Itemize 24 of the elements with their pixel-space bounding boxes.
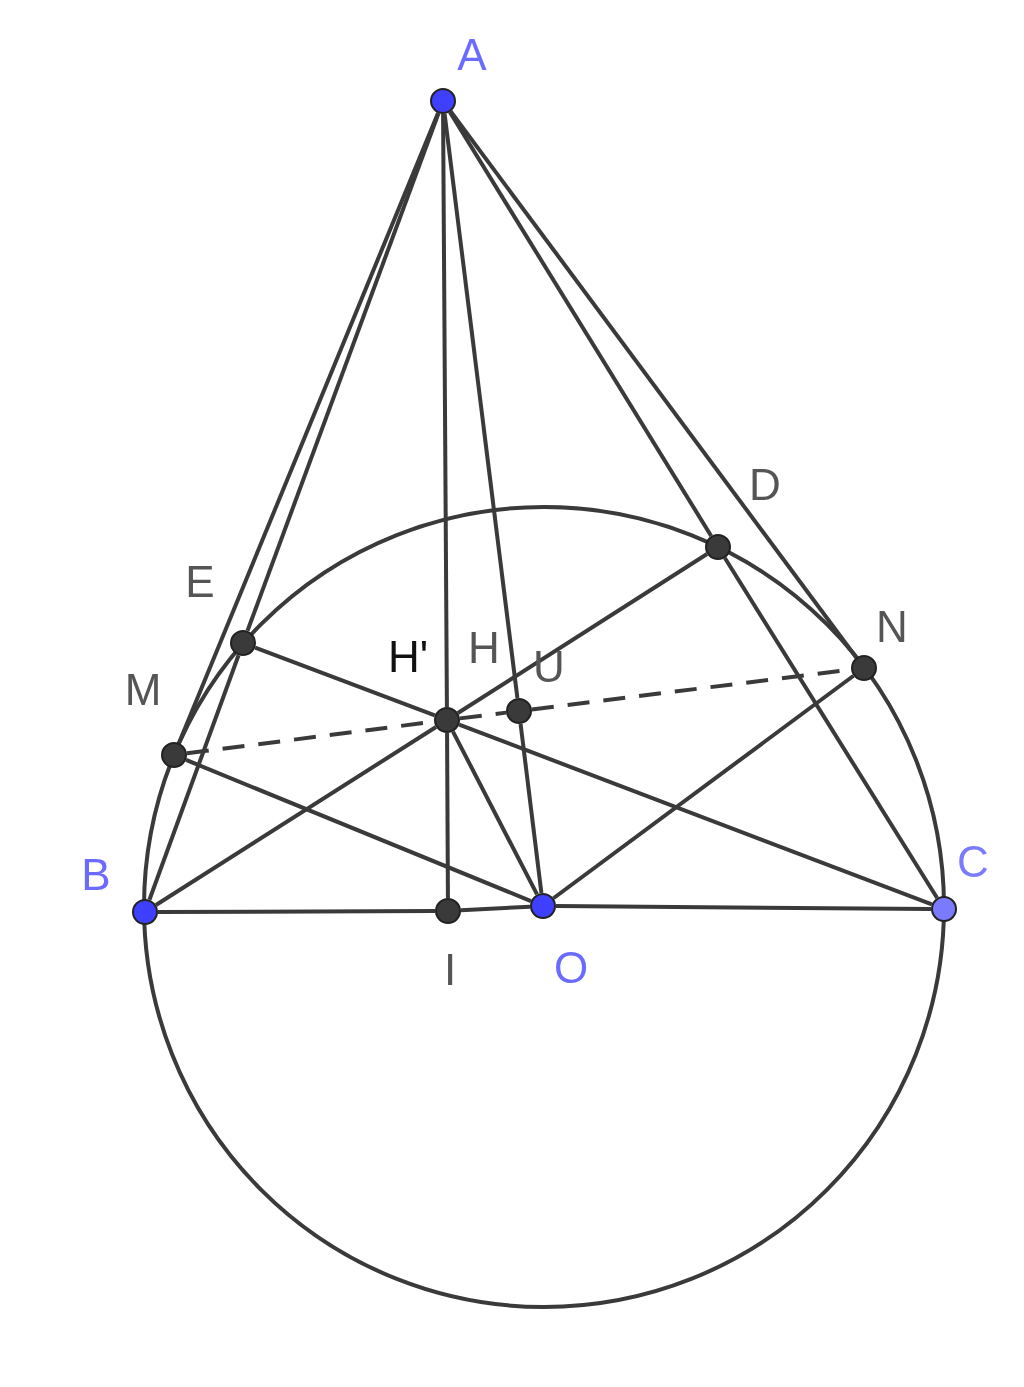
line-segment <box>445 733 450 898</box>
line-segment <box>147 654 241 901</box>
point-label: H' <box>387 635 429 679</box>
point-label: N <box>876 605 908 649</box>
line-segment <box>177 112 440 744</box>
line-segment <box>552 674 855 900</box>
point-label: O <box>553 946 589 990</box>
point-label: A <box>457 33 487 77</box>
point-label: M <box>124 668 162 712</box>
line-segment <box>441 114 449 707</box>
line-segment <box>518 723 544 894</box>
point-label: U <box>533 645 565 689</box>
line-segment <box>442 113 520 699</box>
point-label: I <box>443 948 457 992</box>
point-label: C <box>957 840 989 884</box>
point-label: E <box>185 560 215 604</box>
point-label: D <box>749 463 781 507</box>
line-segment <box>460 904 531 913</box>
line-segment <box>245 112 441 632</box>
dashed-line <box>459 710 507 721</box>
line-segment <box>158 909 435 914</box>
point-label: B <box>81 853 111 897</box>
line-segment <box>556 904 931 911</box>
point-label: H <box>468 626 500 670</box>
